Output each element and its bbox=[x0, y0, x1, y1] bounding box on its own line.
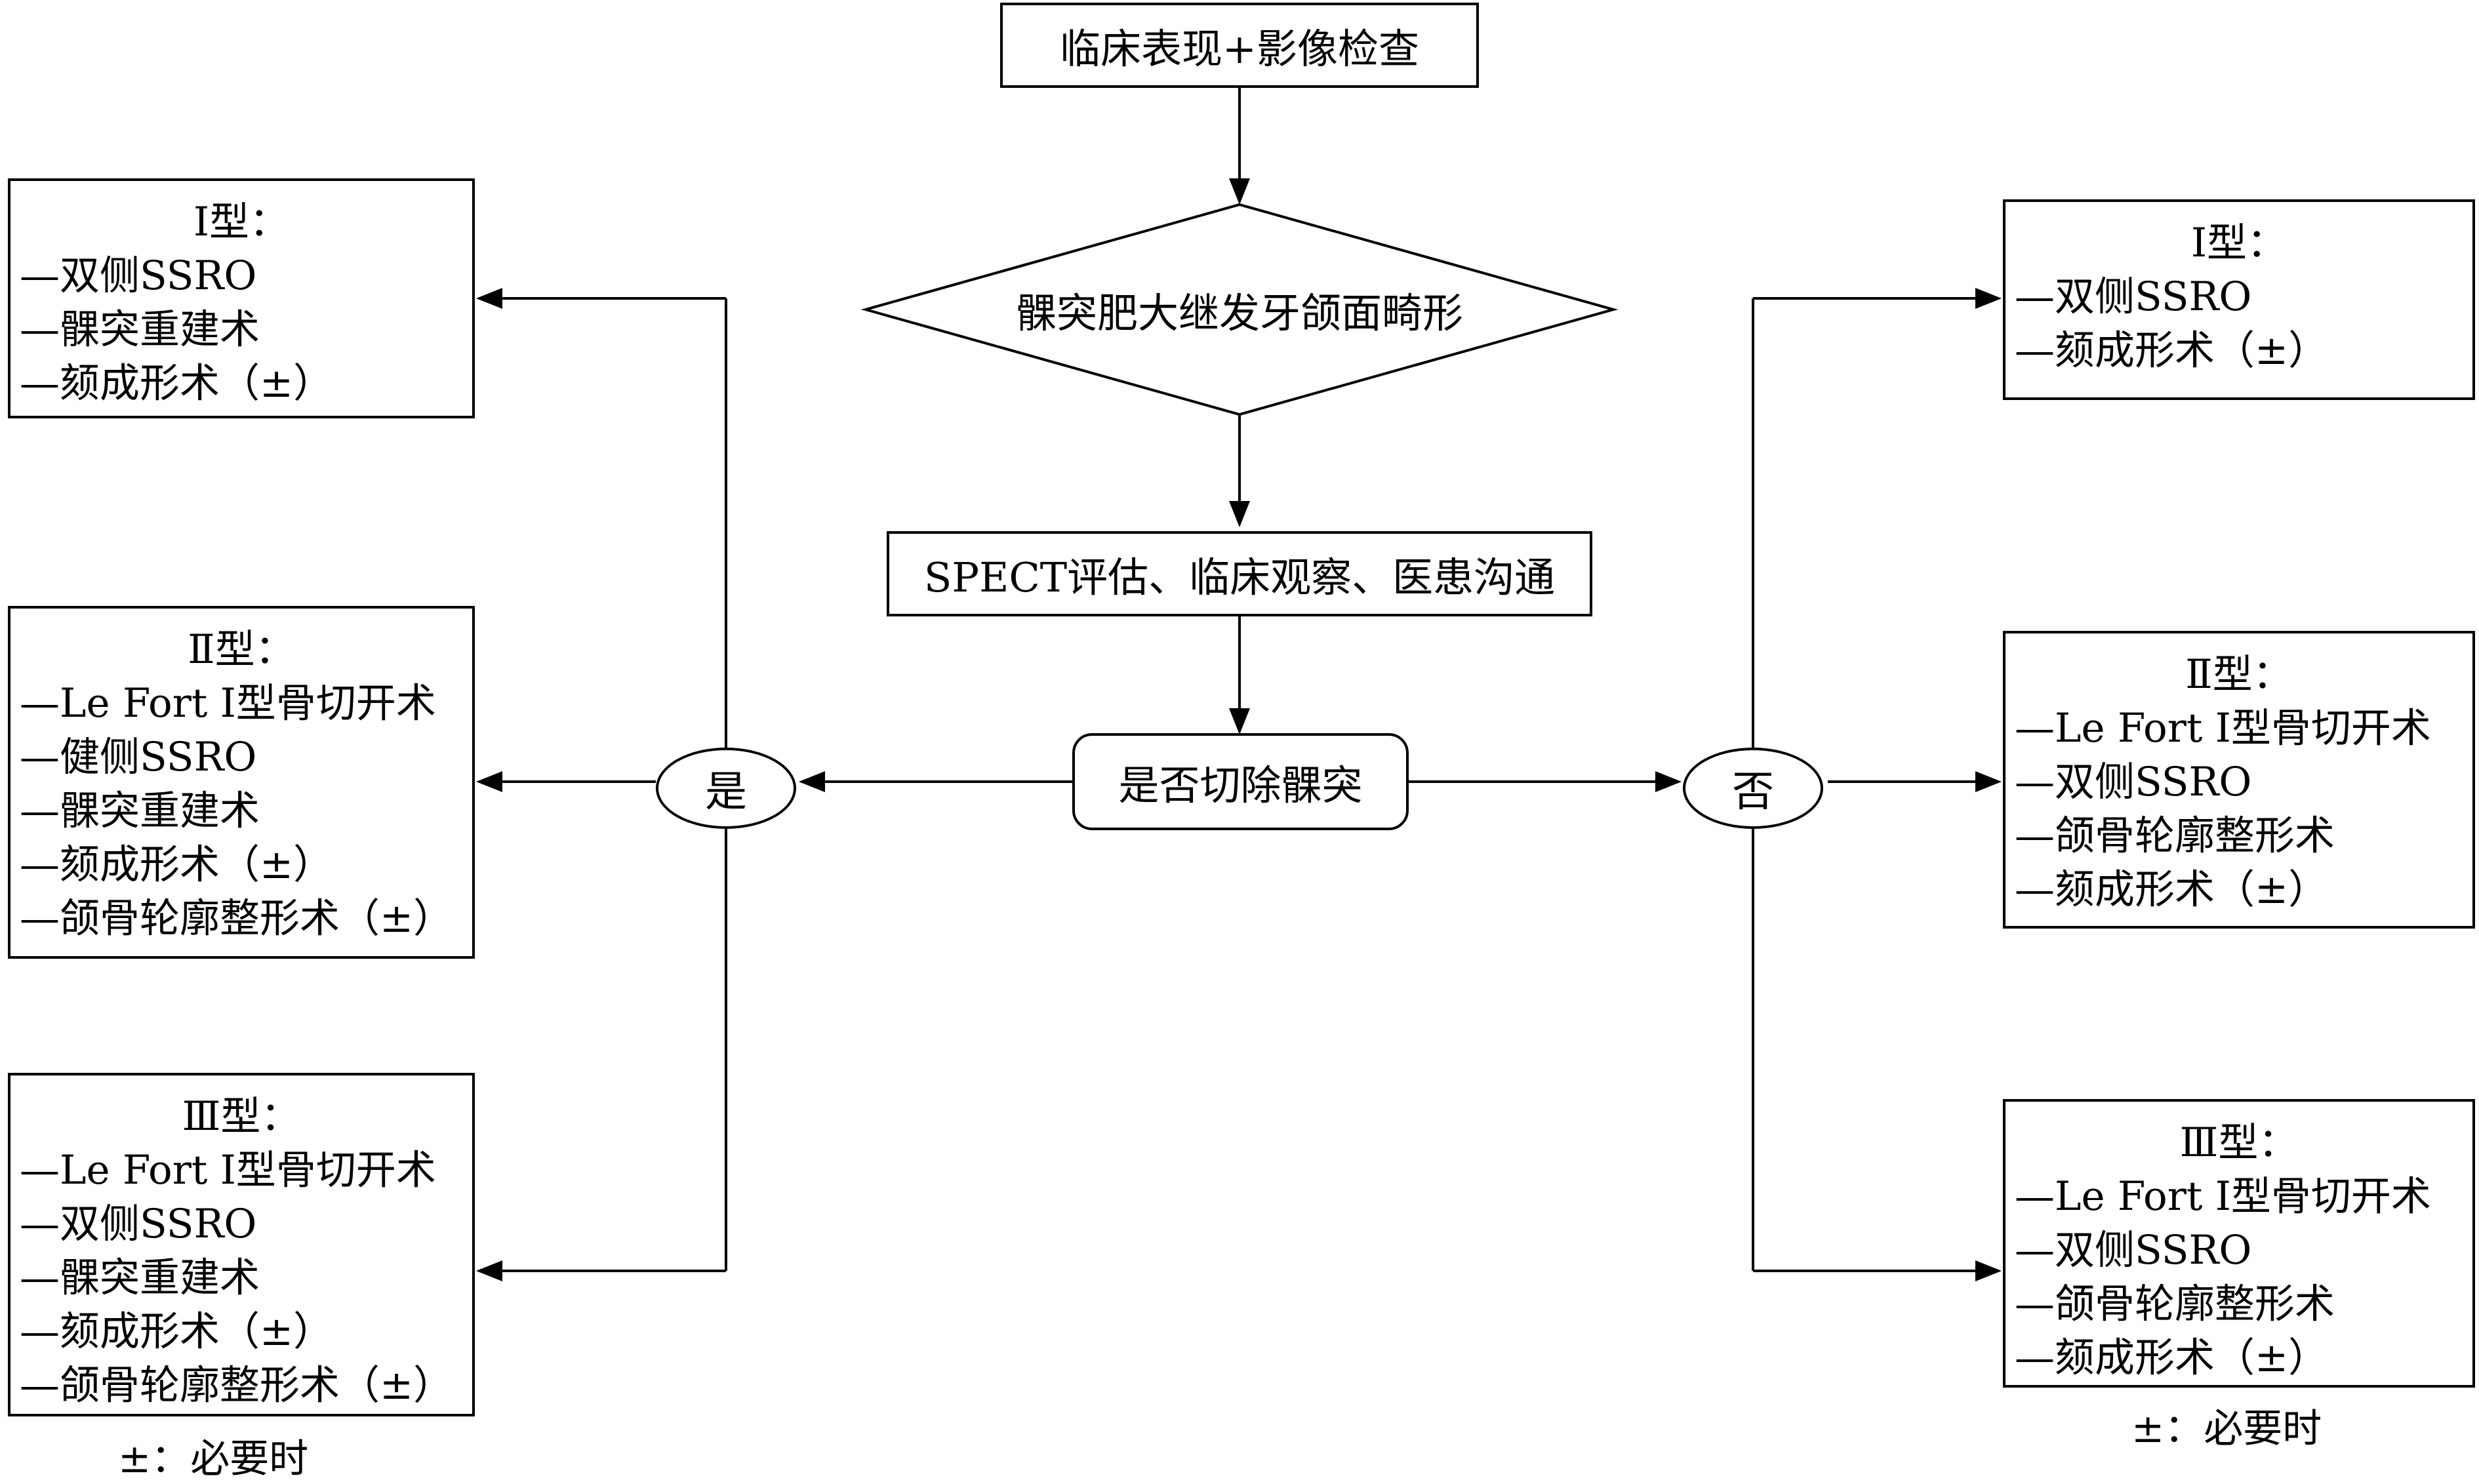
no-label: 否 bbox=[1732, 768, 1774, 816]
no-type2-item: —颌骨轮廓整形术 bbox=[2015, 812, 2335, 859]
no-ellipse: 否 bbox=[1683, 748, 1823, 829]
no-type1-box: Ⅰ型： —双侧SSRO —颏成形术（±） bbox=[2003, 199, 2475, 400]
yes-type2-item: —Le Fort Ⅰ型骨切开术 bbox=[20, 680, 436, 727]
no-type2-title: Ⅱ型： bbox=[2185, 651, 2293, 698]
question-box: 是否切除髁突 bbox=[1072, 733, 1409, 830]
yes-type1-box: Ⅰ型： —双侧SSRO —髁突重建术 —颏成形术（±） bbox=[8, 178, 475, 418]
yes-type2-item: —颏成形术（±） bbox=[20, 841, 334, 888]
yes-type2-item: —健侧SSRO bbox=[20, 734, 257, 780]
decision-diamond-label: 髁突肥大继发牙颌面畸形 bbox=[1015, 289, 1463, 337]
no-type3-item: —Le Fort Ⅰ型骨切开术 bbox=[2015, 1173, 2431, 1220]
yes-type3-item: —颏成形术（±） bbox=[20, 1308, 334, 1355]
no-branch-note: ±：必要时 bbox=[2131, 1406, 2322, 1452]
start-box: 临床表现+影像检查 bbox=[1000, 3, 1479, 88]
yes-type2-item: —颌骨轮廓整形术（±） bbox=[20, 895, 454, 942]
start-box-label: 临床表现+影像检查 bbox=[1060, 25, 1419, 73]
yes-type3-title: Ⅲ型： bbox=[182, 1093, 301, 1140]
yes-type1-item: —髁突重建术 bbox=[20, 306, 260, 353]
yes-type2-title: Ⅱ型： bbox=[188, 626, 295, 673]
question-box-label: 是否切除髁突 bbox=[1118, 761, 1363, 809]
yes-type1-item: —颏成形术（±） bbox=[20, 360, 334, 407]
yes-type1-title: Ⅰ型： bbox=[193, 199, 290, 245]
evaluation-box: SPECT评估、临床观察、医患沟通 bbox=[887, 531, 1592, 616]
yes-type2-box: Ⅱ型： —Le Fort Ⅰ型骨切开术 —健侧SSRO —髁突重建术 —颏成形术… bbox=[8, 606, 475, 959]
no-type1-title: Ⅰ型： bbox=[2190, 220, 2288, 266]
no-type2-box: Ⅱ型： —Le Fort Ⅰ型骨切开术 —双侧SSRO —颌骨轮廓整形术 —颏成… bbox=[2003, 631, 2475, 929]
no-type2-item: —Le Fort Ⅰ型骨切开术 bbox=[2015, 705, 2431, 752]
yes-type3-box: Ⅲ型： —Le Fort Ⅰ型骨切开术 —双侧SSRO —髁突重建术 —颏成形术… bbox=[8, 1073, 475, 1416]
no-type1-item: —颏成形术（±） bbox=[2015, 327, 2329, 374]
yes-branch-note: ±：必要时 bbox=[118, 1436, 309, 1482]
no-type3-item: —颌骨轮廓整形术 bbox=[2015, 1281, 2335, 1327]
yes-label: 是 bbox=[705, 768, 747, 816]
no-type2-item: —双侧SSRO bbox=[2015, 759, 2252, 805]
decision-diamond-shape bbox=[860, 203, 1619, 416]
yes-type1-item: —双侧SSRO bbox=[20, 252, 257, 299]
yes-type3-item: —髁突重建术 bbox=[20, 1254, 260, 1301]
no-type3-title: Ⅲ型： bbox=[2179, 1119, 2299, 1166]
yes-ellipse: 是 bbox=[656, 748, 796, 829]
yes-type3-item: —颌骨轮廓整形术（±） bbox=[20, 1362, 454, 1409]
evaluation-box-label: SPECT评估、临床观察、医患沟通 bbox=[923, 553, 1556, 601]
no-type1-item: —双侧SSRO bbox=[2015, 273, 2252, 320]
no-type3-item: —颏成形术（±） bbox=[2015, 1334, 2329, 1381]
yes-type2-item: —髁突重建术 bbox=[20, 788, 260, 834]
yes-type3-item: —Le Fort Ⅰ型骨切开术 bbox=[20, 1147, 436, 1193]
no-type3-box: Ⅲ型： —Le Fort Ⅰ型骨切开术 —双侧SSRO —颌骨轮廓整形术 —颏成… bbox=[2003, 1099, 2475, 1388]
yes-type3-item: —双侧SSRO bbox=[20, 1201, 257, 1247]
no-type2-item: —颏成形术（±） bbox=[2015, 866, 2329, 913]
no-type3-item: —双侧SSRO bbox=[2015, 1227, 2252, 1273]
